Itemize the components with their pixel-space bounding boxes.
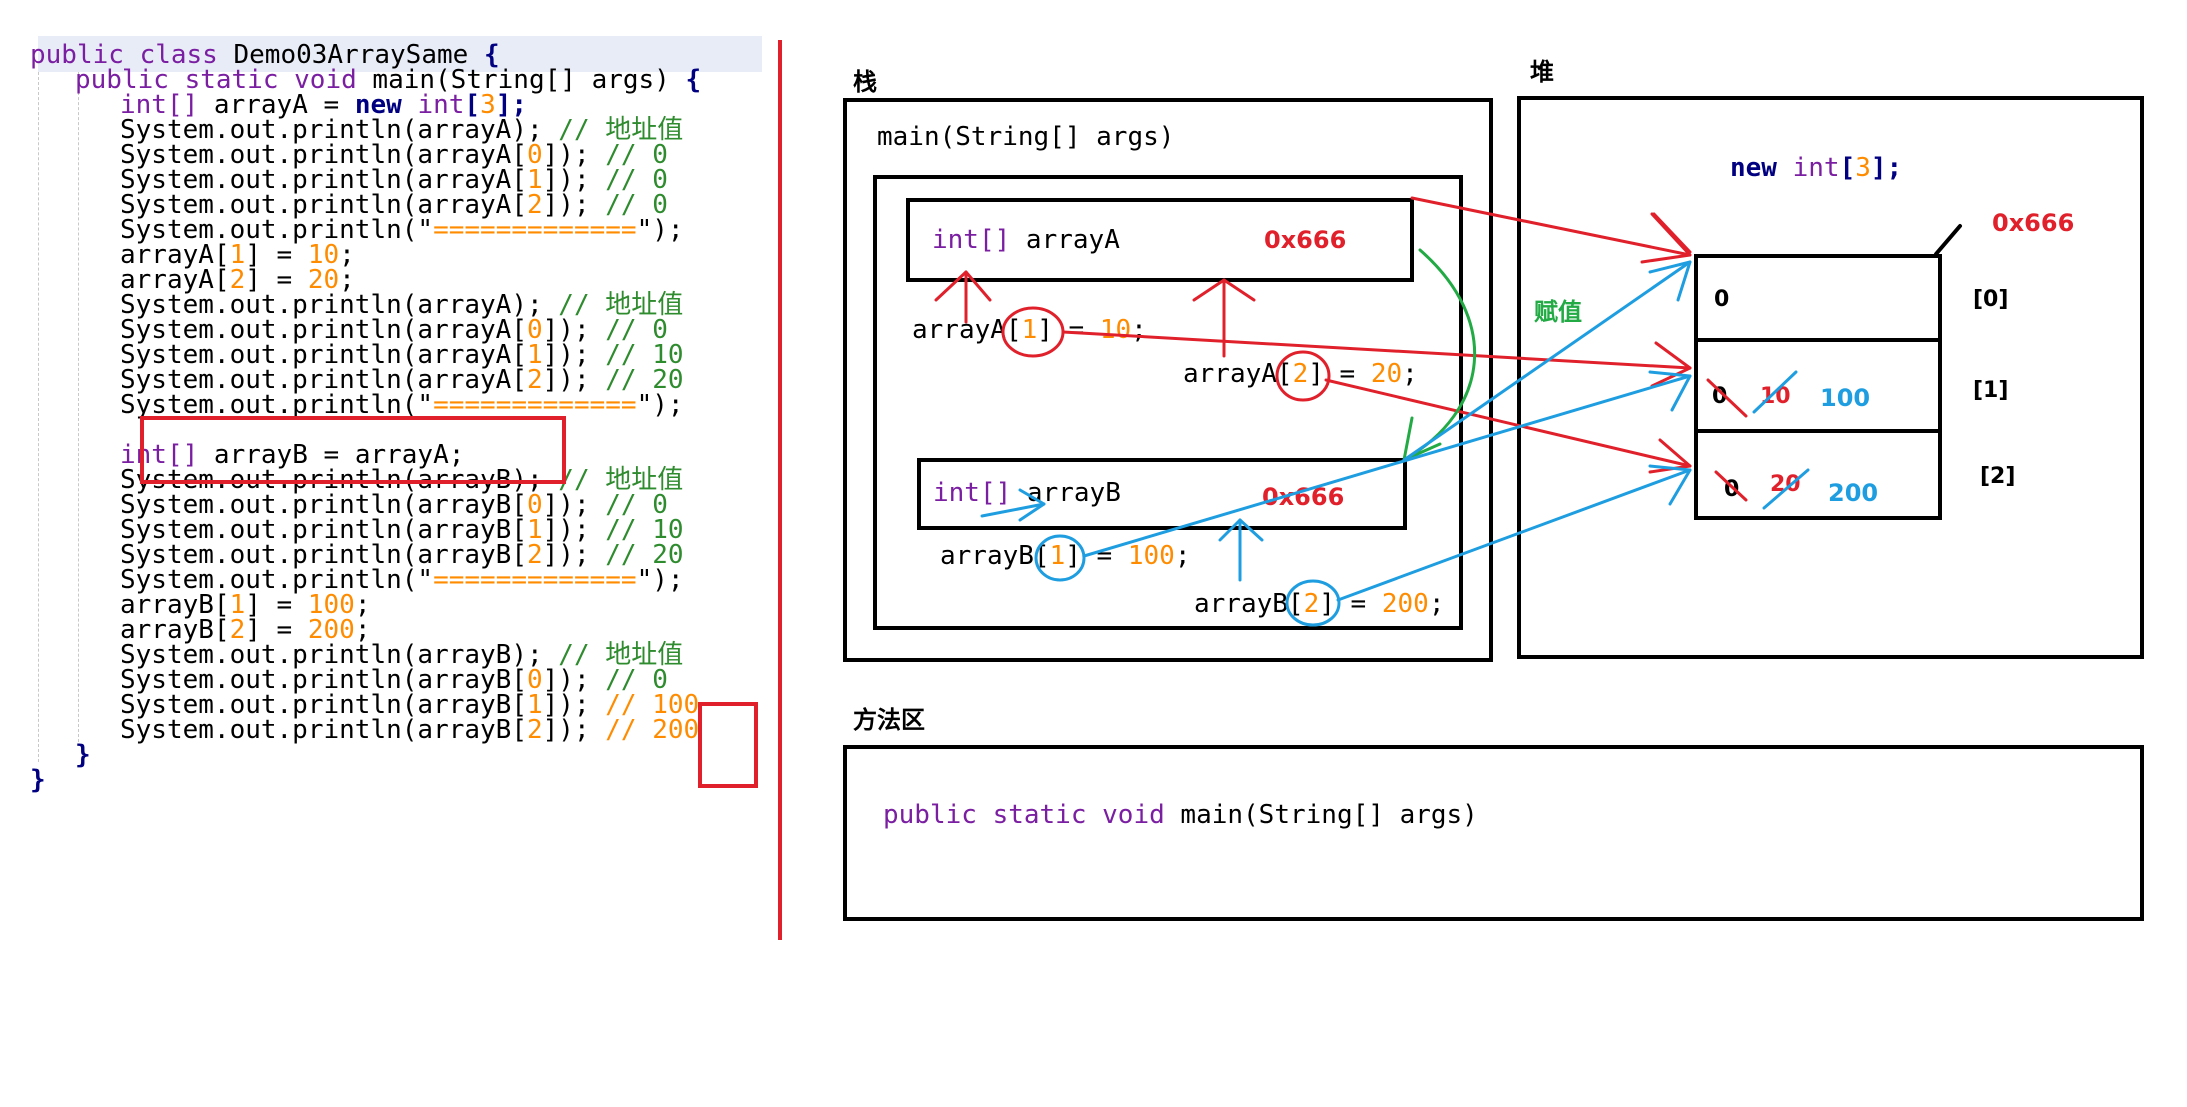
code-line-13: System.out.println(arrayA[1]); // 10 [120, 340, 684, 370]
code-line-23: arrayB[2] = 200; [120, 615, 371, 645]
method-area-label: 方法区 [853, 706, 925, 734]
arrow-head [1648, 370, 1692, 412]
heap-cell-1-old-value-2: 10 [1760, 384, 1791, 409]
arrayB-assign-2: arrayB[2] = 200; [1194, 589, 1445, 619]
arrayB-address: 0x666 [1262, 483, 1345, 511]
red-tick [1652, 212, 1692, 254]
arrayA-index1-arrow [1061, 330, 1692, 370]
arrayA-assign-2: arrayA[2] = 20; [1183, 359, 1418, 389]
indent-guide [38, 72, 39, 762]
code-line-11: System.out.println(arrayA); // 地址值 [120, 290, 684, 320]
stack-frame-label: main(String[] args) [877, 122, 1175, 152]
blue-short-arrow [980, 502, 1046, 518]
code-line-29: } [30, 765, 46, 795]
index-label-2: [2] [1980, 464, 2016, 489]
heap-cell-2-old-value-2: 20 [1770, 472, 1801, 497]
method-signature: public static void main(String[] args) [883, 800, 1478, 830]
highlight-box-arrayB-assignment [140, 416, 566, 484]
code-line-5: System.out.println(arrayA[0]); // 0 [120, 140, 668, 170]
arrayB-assign-1: arrayB[1] = 100; [940, 541, 1191, 571]
indent-guide [78, 72, 79, 742]
index-label-1: [1] [1973, 378, 2009, 403]
code-line-3: int[] arrayA = new int[3]; [120, 90, 528, 120]
arrayA-index2-arrow [1324, 378, 1692, 468]
separator-bar [778, 40, 782, 940]
code-line-21: System.out.println("============="); [120, 565, 684, 595]
heap-label: 堆 [1530, 58, 1554, 86]
arrow-head [1192, 278, 1256, 302]
code-line-2: public static void main(String[] args) { [75, 65, 702, 95]
highlight-box-values [698, 702, 758, 788]
arrow-head [1018, 488, 1046, 522]
arrayB-index2-arrow [1336, 468, 1692, 602]
heap-cell-divider [1694, 338, 1942, 342]
arrayA-variable: int[] arrayA [932, 225, 1120, 255]
arrayB-reference-arrow [1402, 260, 1692, 462]
arrow-head [1650, 341, 1692, 388]
code-line-1: public class Demo03ArraySame { [30, 40, 500, 70]
arrow-head [1648, 438, 1692, 474]
code-line-7: System.out.println(arrayA[2]); // 0 [120, 190, 668, 220]
stack-label: 栈 [853, 68, 877, 96]
code-line-16: int[] arrayB = arrayA; [120, 440, 465, 470]
arrayB-index1-circle [1034, 534, 1086, 582]
heap-array-box [1694, 254, 1942, 520]
arrayA-index2-circle [1275, 350, 1331, 402]
arrayA-var-box [906, 198, 1414, 282]
heap-box [1517, 96, 2144, 659]
heap-array-lid-line [1934, 224, 1962, 256]
code-line-26: System.out.println(arrayB[1]); // 100 [120, 690, 700, 720]
arrow-head [1640, 212, 1692, 264]
code-line-4: System.out.println(arrayA); // 地址值 [120, 115, 684, 145]
code-line-10: arrayA[2] = 20; [120, 265, 355, 295]
heap-cell-divider [1694, 429, 1942, 433]
assign-label: 赋值 [1534, 298, 1582, 326]
arrow-head [1648, 464, 1692, 506]
stack-box [843, 98, 1493, 662]
code-line-22: arrayB[1] = 100; [120, 590, 371, 620]
arrow-head [1218, 518, 1264, 542]
arrayB-variable: int[] arrayB [933, 478, 1121, 508]
heap-new-expression: new int[3]; [1730, 153, 1903, 183]
code-line-19: System.out.println(arrayB[1]); // 10 [120, 515, 684, 545]
code-line-18: System.out.println(arrayB[0]); // 0 [120, 490, 668, 520]
code-line-12: System.out.println(arrayA[0]); // 0 [120, 315, 668, 345]
arrayB-index2-circle [1285, 579, 1341, 627]
heap-cell-0-value: 0 [1714, 287, 1730, 312]
strike-cell2-old2 [1762, 468, 1810, 510]
arrayB-index1-arrow [1082, 374, 1692, 558]
heap-cell-1-value: 100 [1820, 384, 1871, 412]
code-line-20: System.out.println(arrayB[2]); // 20 [120, 540, 684, 570]
heap-cell-2-value: 200 [1828, 479, 1879, 507]
code-line-8: System.out.println("============="); [120, 215, 684, 245]
strike-cell1-old1 [1706, 378, 1748, 418]
code-line-14: System.out.println(arrayA[2]); // 20 [120, 365, 684, 395]
code-line-9: arrayA[1] = 10; [120, 240, 355, 270]
arrayA-reference-arrow [1410, 196, 1692, 257]
arrayA-index1-circle [1001, 306, 1065, 358]
strike-cell1-old2 [1752, 370, 1798, 414]
arrow-head [1648, 260, 1692, 302]
method-area-box [843, 745, 2144, 921]
code-line-28: } [75, 740, 91, 770]
code-line-24: System.out.println(arrayB); // 地址值 [120, 640, 684, 670]
heap-address: 0x666 [1992, 209, 2075, 237]
code-line-15: System.out.println("============="); [120, 390, 684, 420]
current-line-highlight [38, 36, 762, 72]
heap-cell-1-old-value-1: 0 [1712, 384, 1728, 409]
code-line-6: System.out.println(arrayA[1]); // 0 [120, 165, 668, 195]
code-line-27: System.out.println(arrayB[2]); // 200 [120, 715, 700, 745]
strike-cell2-old1 [1714, 470, 1748, 502]
arrow-head [934, 270, 992, 302]
code-line-25: System.out.println(arrayB[0]); // 0 [120, 665, 668, 695]
code-panel: public class Demo03ArraySame { public st… [0, 0, 790, 1107]
arrayB-var-box [917, 458, 1407, 530]
index-label-0: [0] [1973, 287, 2009, 312]
arrayA-address: 0x666 [1264, 226, 1347, 254]
